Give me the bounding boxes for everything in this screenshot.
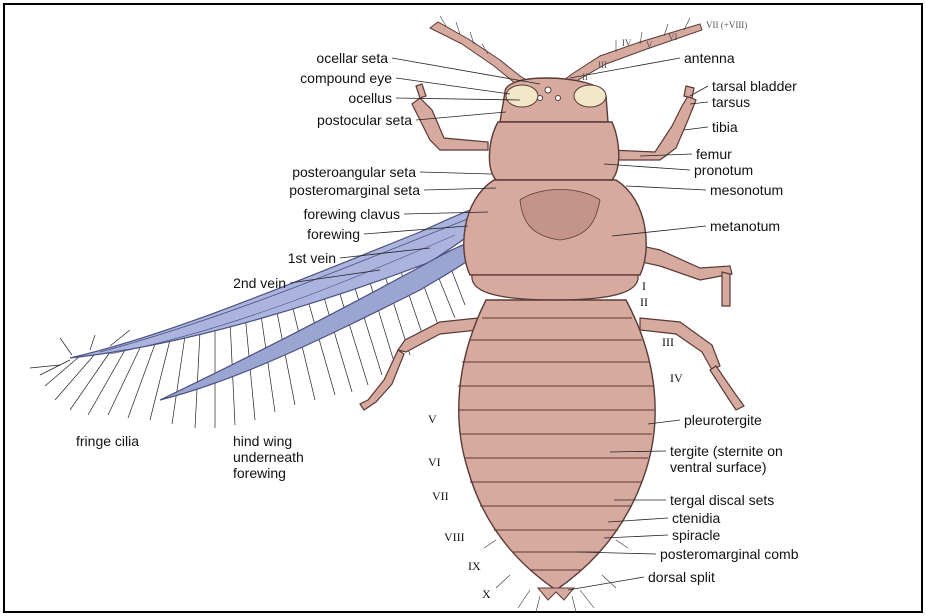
label-tergite-line1: tergite (sternite on xyxy=(670,443,783,459)
label-1st-vein: 1st vein xyxy=(230,250,336,266)
antenna-segment-iv: IV xyxy=(622,38,632,48)
label-spiracle: spiracle xyxy=(672,527,720,543)
label-tibia: tibia xyxy=(712,119,738,135)
label-tergal-discal-sets: tergal discal sets xyxy=(670,492,774,508)
label-tarsus: tarsus xyxy=(712,94,750,110)
antenna-segment-v: V xyxy=(646,40,653,50)
label-dorsal-split: dorsal split xyxy=(648,569,715,585)
label-compound-eye: compound eye xyxy=(250,70,392,86)
segment-ix: IX xyxy=(468,560,481,573)
compound-eye-right xyxy=(574,85,606,107)
label-posteromarginal-seta: posteromarginal seta xyxy=(196,182,420,198)
label-hind-wing-line2: underneath xyxy=(233,449,304,465)
label-2nd-vein: 2nd vein xyxy=(180,275,286,291)
segment-i: I xyxy=(642,280,646,293)
segment-x: X xyxy=(482,588,491,601)
label-ctenidia: ctenidia xyxy=(672,510,720,526)
label-mesonotum: mesonotum xyxy=(710,182,783,198)
label-hind-wing-line1: hind wing xyxy=(233,433,292,449)
label-forewing: forewing xyxy=(240,226,360,242)
segment-vii: VII xyxy=(432,490,449,503)
label-hind-wing-line3: forewing xyxy=(233,465,286,481)
antenna-segment-vii-viii: VII (+VIII) xyxy=(706,20,747,30)
label-antenna: antenna xyxy=(684,50,735,66)
label-ocellus: ocellus xyxy=(300,90,392,106)
ocellus-shape xyxy=(545,87,551,93)
label-ocellar-seta: ocellar seta xyxy=(262,50,388,66)
segment-iii: III xyxy=(662,336,674,349)
segment-v: V xyxy=(428,413,437,426)
label-posteromarginal-comb: posteromarginal comb xyxy=(660,546,799,562)
label-forewing-clavus: forewing clavus xyxy=(210,206,400,222)
segment-ii: II xyxy=(640,296,648,309)
segment-viii: VIII xyxy=(444,531,465,544)
label-tergite-line2: ventral surface) xyxy=(670,459,766,475)
antenna-segment-iii: III xyxy=(598,60,607,70)
label-pleurotergite: pleurotergite xyxy=(684,412,762,428)
label-posteroangular-seta: posteroangular seta xyxy=(200,164,416,180)
antenna-segment-vi: VI xyxy=(668,32,678,42)
segment-vi: VI xyxy=(428,456,441,469)
segment-iv: IV xyxy=(670,372,683,385)
antenna-segment-ii: II xyxy=(582,72,588,82)
diagram-border xyxy=(4,4,922,612)
label-tarsal-bladder: tarsal bladder xyxy=(712,78,797,94)
label-pronotum: pronotum xyxy=(694,162,753,178)
label-postocular-seta: postocular seta xyxy=(240,112,412,128)
compound-eye-left xyxy=(506,85,538,107)
label-femur: femur xyxy=(696,146,732,162)
label-fringe-cilia: fringe cilia xyxy=(76,433,139,449)
label-metanotum: metanotum xyxy=(710,218,780,234)
pronotum-shape xyxy=(489,122,618,180)
